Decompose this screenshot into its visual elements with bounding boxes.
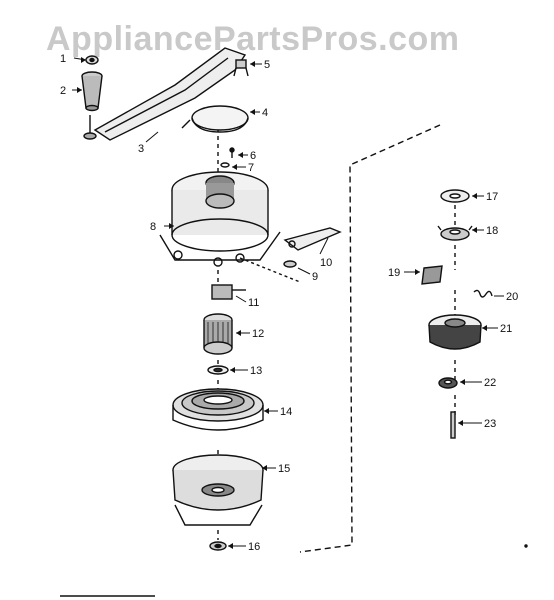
label-part-15: 15 [278, 463, 290, 475]
part-12-gear [203, 313, 233, 355]
label-part-19: 19 [388, 267, 400, 279]
part-number-labels: 1 2 3 4 5 6 7 8 9 10 11 12 13 14 15 16 1… [60, 53, 518, 553]
part-17-washer [440, 189, 470, 203]
part-23-pin [450, 411, 456, 439]
part-22-nut [438, 377, 458, 389]
label-part-9: 9 [312, 271, 318, 283]
part-8-housing [159, 171, 281, 267]
label-part-17: 17 [486, 191, 498, 203]
assembly-dash-line [299, 124, 441, 553]
part-11-coupling [211, 284, 246, 300]
label-part-2: 2 [60, 85, 66, 97]
part-14-recoil-spring [172, 388, 264, 431]
part-4-spring-band [181, 105, 249, 133]
label-part-11: 11 [248, 297, 259, 309]
label-part-8: 8 [150, 221, 156, 233]
part-2-knob [81, 71, 103, 112]
arrowheads [77, 57, 487, 549]
part-13-washer [207, 365, 229, 375]
label-part-21: 21 [500, 323, 512, 335]
label-part-5: 5 [264, 59, 270, 71]
part-16-washer [209, 541, 227, 551]
label-part-13: 13 [250, 365, 262, 377]
label-part-23: 23 [484, 418, 496, 430]
label-part-22: 22 [484, 377, 496, 389]
label-part-20: 20 [506, 291, 518, 303]
label-part-4: 4 [262, 107, 268, 119]
label-part-16: 16 [248, 541, 260, 553]
part-5-clip [233, 59, 249, 77]
part-15-pulley [172, 454, 264, 526]
part-10-latch-bracket [283, 227, 342, 251]
part-19-pawl [421, 265, 443, 285]
label-part-6: 6 [250, 150, 256, 162]
watermark: AppliancePartsPros.com [46, 20, 460, 58]
part-21-ratchet [428, 314, 482, 350]
part-6-pin [229, 147, 235, 158]
label-part-7: 7 [248, 162, 254, 174]
label-part-18: 18 [486, 225, 498, 237]
part-1-nut [85, 55, 99, 65]
part-9-washer [283, 260, 297, 268]
label-part-14: 14 [280, 406, 292, 418]
label-part-12: 12 [252, 328, 264, 340]
part-18-retainer [437, 225, 473, 241]
part-3-lever-arm [83, 47, 247, 141]
label-part-3: 3 [138, 143, 144, 155]
label-part-10: 10 [320, 257, 332, 269]
label-part-1: 1 [60, 53, 66, 65]
speck-dot [524, 544, 528, 548]
part-7-washer [220, 162, 230, 168]
part-20-spring [473, 289, 493, 298]
